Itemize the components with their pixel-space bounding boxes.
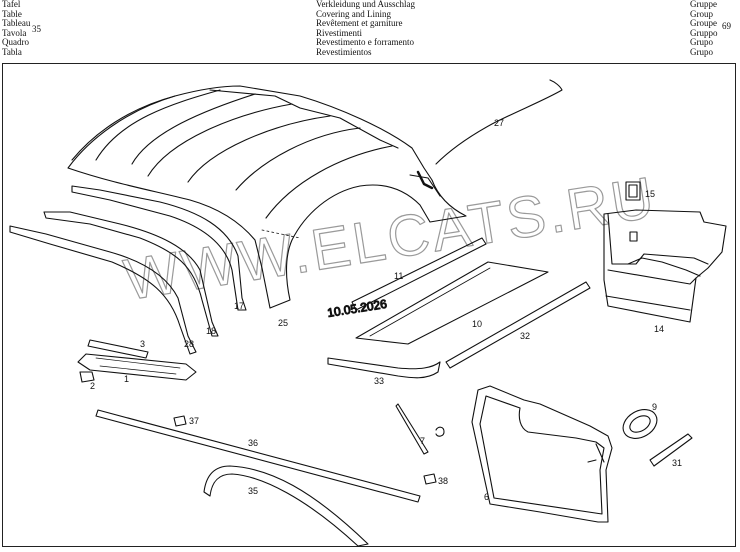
- table-label-de: Tafel: [2, 0, 21, 9]
- part-37-clip: [173, 415, 187, 427]
- part-6-side-lining: [471, 385, 613, 523]
- label-part-6: 6: [484, 492, 489, 502]
- label-part-33: 33: [374, 376, 384, 386]
- header: Tafel Table Tableau Tavola Quadro Tabla …: [0, 0, 740, 62]
- label-part-31: 31: [672, 458, 682, 468]
- label-part-32: 32: [520, 331, 530, 341]
- label-part-38: 38: [438, 476, 448, 486]
- table-label-it: Tavola: [2, 27, 27, 38]
- description-it: Rivestimenti: [316, 27, 362, 38]
- label-part-37: 37: [189, 416, 199, 426]
- group-label-es: Grupo: [690, 46, 713, 57]
- table-label-pt: Quadro: [2, 37, 29, 48]
- part-9-grommet: [622, 409, 658, 439]
- group-label-it: Gruppo: [690, 27, 718, 38]
- table-label-es: Tabla: [2, 46, 22, 57]
- table-label-fr: Tableau: [2, 18, 31, 29]
- label-part-28: 28: [184, 339, 194, 349]
- header-descriptions: Verkleidung und Ausschlag Covering and L…: [316, 0, 415, 58]
- group-label-pt: Grupo: [690, 37, 713, 48]
- description-pt: Revestimento e forramento: [316, 37, 414, 48]
- label-part-7: 7: [420, 436, 425, 446]
- part-15-clip: [625, 181, 641, 201]
- label-part-36: 36: [248, 438, 258, 448]
- label-part-18: 18: [206, 326, 216, 336]
- label-part-14: 14: [654, 324, 664, 334]
- table-label-en: Table: [2, 8, 22, 19]
- part-10-panel-edge: [369, 267, 491, 337]
- group-label-en: Group: [690, 8, 713, 19]
- group-label-fr: Groupe: [690, 18, 717, 29]
- part-17-trim-strip: [71, 185, 247, 311]
- label-part-1: 1: [124, 374, 129, 384]
- part-33-strip: [327, 357, 441, 379]
- part-38-clip: [423, 473, 437, 485]
- label-part-15: 15: [645, 189, 655, 199]
- part-18-trim-strip: [43, 211, 219, 337]
- label-part-11: 11: [394, 271, 403, 281]
- part-27-cable: [435, 79, 563, 165]
- part-28-trim-strip: [9, 225, 197, 355]
- label-part-27: 27: [494, 118, 504, 128]
- part-10-panel: [355, 261, 549, 345]
- description-fr: Revêtement et garniture: [316, 18, 403, 29]
- label-part-3: 3: [140, 339, 145, 349]
- description-es: Revestimientos: [316, 46, 372, 57]
- part-1-bracket-detail: [95, 357, 181, 375]
- label-part-9: 9: [652, 402, 657, 412]
- label-part-35: 35: [248, 486, 258, 496]
- part-2-clip: [79, 371, 95, 383]
- label-part-17: 17: [234, 301, 244, 311]
- part-32-strip: [445, 281, 591, 369]
- part-7-hook: [435, 426, 445, 437]
- watermark-date: 10.05.2026: [326, 297, 388, 320]
- part-3-bracket: [87, 339, 149, 359]
- table-number: 35: [32, 24, 41, 34]
- part-15-clip-inner: [628, 184, 638, 198]
- part-14-door-panel: [603, 209, 727, 323]
- label-part-2: 2: [90, 381, 95, 391]
- group-label-de: Gruppe: [690, 0, 717, 9]
- header-group-labels: Gruppe Group Groupe Gruppo Grupo Grupo: [690, 0, 718, 58]
- header-table-labels: Tafel Table Tableau Tavola Quadro Tabla: [2, 0, 30, 58]
- part-7-rod: [395, 403, 429, 455]
- diagram-frame: [2, 63, 736, 547]
- part-36-long-strip: [95, 409, 421, 503]
- description-en: Covering and Lining: [316, 8, 391, 19]
- part-35-curved-seal: [203, 465, 369, 547]
- part-1-bracket: [77, 353, 197, 381]
- part-25-headliner: [67, 85, 467, 309]
- part-labels: 1 2 3 6 7 9 10 11 14 15 17 18 25 27 28 3…: [90, 118, 682, 502]
- part-11-strip: [351, 237, 487, 311]
- part-31-small-strip: [649, 433, 693, 467]
- label-part-10: 10: [472, 319, 482, 329]
- group-number: 69: [722, 21, 731, 31]
- label-part-25: 25: [278, 318, 288, 328]
- description-de: Verkleidung und Ausschlag: [316, 0, 415, 9]
